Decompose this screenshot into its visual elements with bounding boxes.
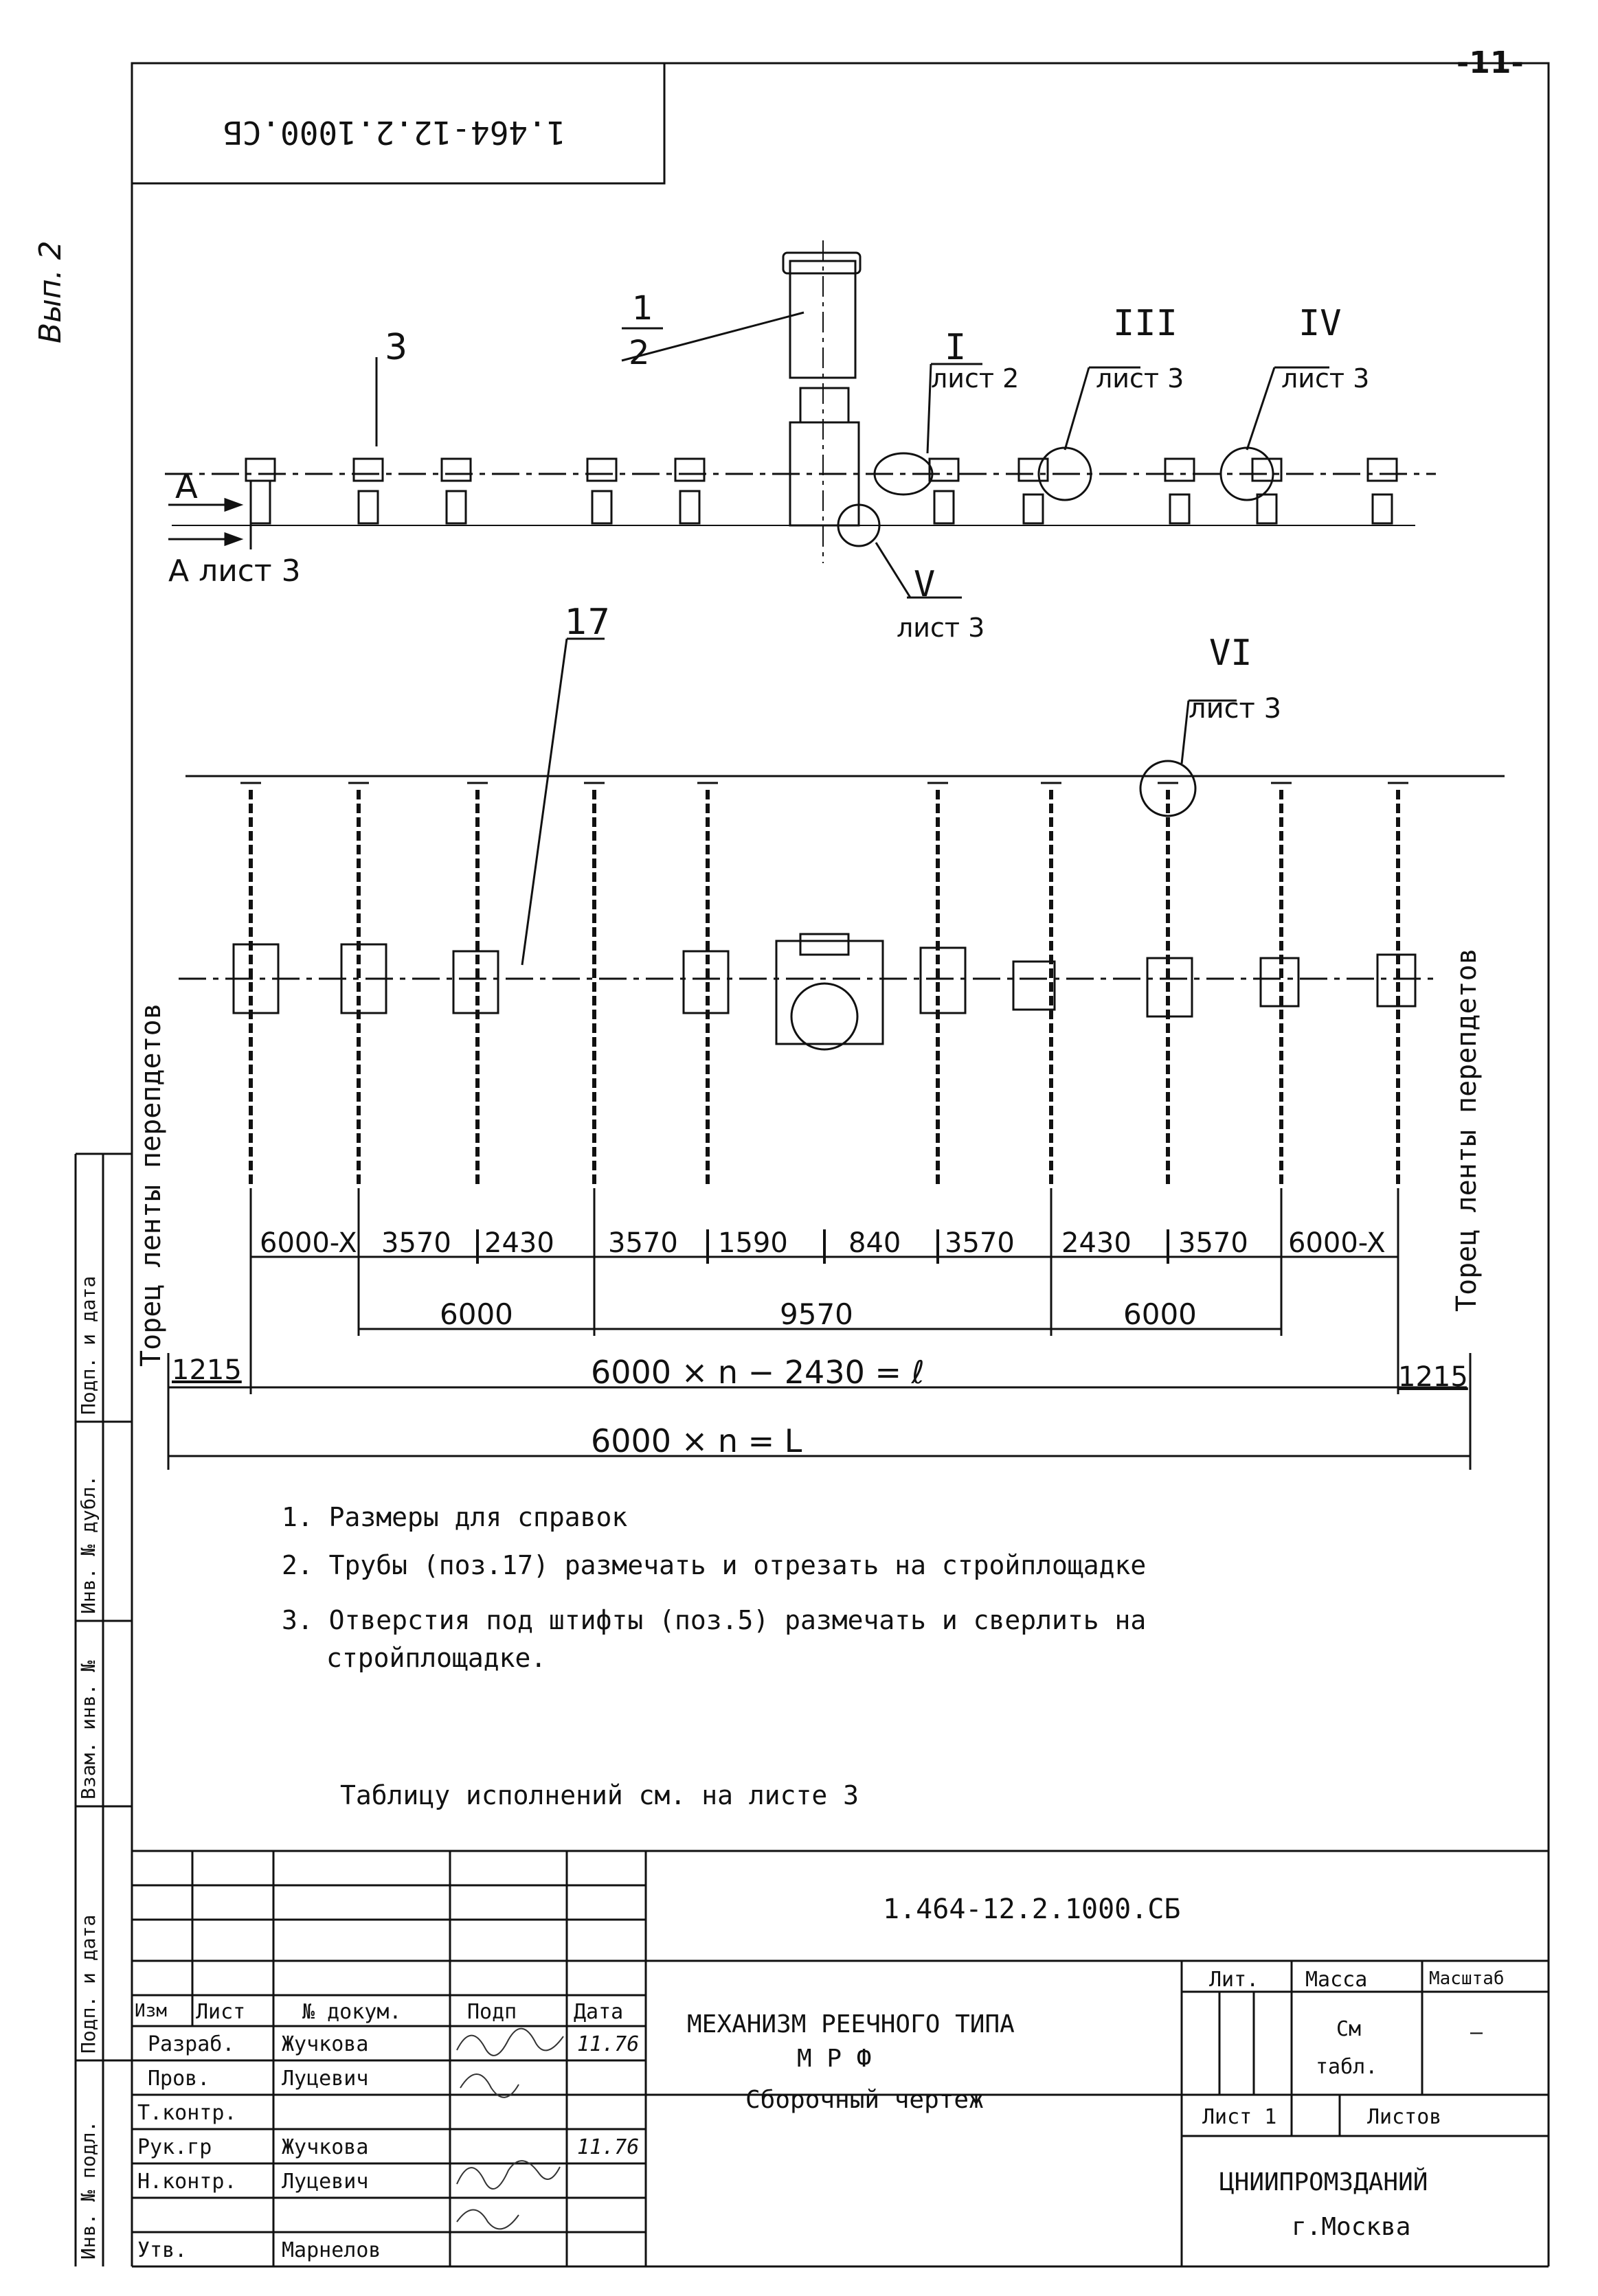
callout-pos1: 1 [632, 289, 653, 328]
dim-row2-1: 9570 [780, 1297, 853, 1331]
title-line1: МЕХАНИЗМ РЕЕЧНОГО ТИПА [687, 2010, 1015, 2038]
callout-node-III-sheet: лист 3 [1096, 363, 1184, 394]
name-rukgr: Жучкова [282, 2135, 369, 2159]
side-label-vzam-inv: Взам. инв. № [77, 1660, 100, 1799]
top-stamp-code: 1.464-12.2.1000.СБ [223, 114, 566, 151]
dim-row1-1: 3570 [381, 1227, 451, 1259]
page-number: -11- [1456, 45, 1524, 80]
note-3: 3. Отверстия под штифты (поз.5) размечат… [282, 1605, 1147, 1635]
mass-value-1: См [1336, 2017, 1362, 2041]
callout-pos17: 17 [565, 602, 611, 643]
note-3-cont: стройплощадке. [326, 1643, 547, 1673]
date-razrab: 11.76 [577, 2032, 640, 2056]
role-tkontr: Т.контр. [137, 2101, 237, 2125]
callout-node-I: I [945, 327, 967, 368]
title-doc-code: 1.464-12.2.1000.СБ [883, 1894, 1181, 1925]
callout-node-I-sheet: лист 2 [931, 363, 1020, 394]
date-rukgr: 11.76 [577, 2135, 640, 2159]
callout-node-VI-sheet: лист 3 [1189, 693, 1282, 725]
org-city: г.Москва [1292, 2213, 1411, 2241]
name-utv: Марнелов [282, 2238, 381, 2262]
callout-node-III: III [1113, 303, 1178, 344]
scale-value: — [1470, 2021, 1483, 2045]
role-prov: Пров. [148, 2067, 210, 2091]
dim-row1-5: 840 [848, 1227, 901, 1259]
dim-row1-0: 6000-X [260, 1227, 357, 1259]
mass-label: Масса [1305, 1968, 1368, 1992]
callout-pos3: 3 [385, 327, 408, 368]
sheet-label: Лист 1 [1202, 2105, 1277, 2129]
right-end-label: Торец ленты перепдетов [1451, 948, 1483, 1312]
dim-left-offset: 1215 [172, 1354, 242, 1386]
dim-row1-7: 2430 [1061, 1227, 1132, 1259]
callout-pos2: 2 [629, 334, 650, 372]
section-A-ref: A лист 3 [168, 554, 301, 589]
dim-total-l: 6000 × n − 2430 = ℓ [591, 1354, 925, 1391]
callout-node-V-sheet: лист 3 [897, 613, 985, 643]
mass-value-2: табл. [1316, 2055, 1378, 2079]
col-list: Лист [196, 2000, 246, 2024]
col-izm: Изм [135, 2001, 167, 2021]
sheets-label: Листов [1367, 2105, 1442, 2129]
note-2: 2. Трубы (поз.17) размечать и отрезать н… [282, 1550, 1147, 1580]
note-1: 1. Размеры для справок [282, 1502, 628, 1532]
dim-row1-2: 2430 [484, 1227, 554, 1259]
org-name: ЦНИИПРОМЗДАНИЙ [1219, 2168, 1428, 2196]
col-doc: № докум. [302, 2000, 402, 2024]
role-utv: Утв. [137, 2238, 188, 2262]
role-razrab: Разраб. [148, 2032, 235, 2056]
dim-total-L: 6000 × n = L [591, 1422, 802, 1459]
table-reference: Таблицу исполнений см. на листе 3 [340, 1780, 859, 1810]
side-label-inv-podl: Инв. № подл. [77, 2120, 100, 2260]
edition-mark: Вып. 2 [33, 240, 68, 343]
name-prov: Луцевич [282, 2067, 369, 2091]
section-A-label: A [175, 468, 198, 506]
lit-label: Лит. [1209, 1968, 1259, 1992]
dim-row1-6: 3570 [945, 1227, 1015, 1259]
name-nkontr: Луцевич [282, 2170, 369, 2194]
role-rukgr: Рук.гр [137, 2135, 212, 2159]
callout-node-IV: IV [1298, 303, 1342, 344]
dim-right-offset: 1215 [1398, 1361, 1468, 1393]
side-label-podp-data-1: Подп. и дата [77, 1275, 100, 1415]
title-line2: М Р Ф [797, 2045, 872, 2073]
left-end-label: Торец ленты перепдетов [135, 1003, 167, 1367]
dim-row2-0: 6000 [440, 1297, 513, 1331]
dim-row1-8: 3570 [1178, 1227, 1248, 1259]
role-nkontr: Н.контр. [137, 2170, 237, 2194]
callout-node-VI: VI [1209, 633, 1252, 674]
title-line3: Сборочный чертеж [745, 2086, 984, 2114]
dim-row2-2: 6000 [1123, 1297, 1197, 1331]
side-label-inv-dubl: Инв. № дубл. [77, 1475, 100, 1614]
col-podp: Подп [467, 2000, 517, 2024]
scale-label: Масштаб [1429, 1968, 1505, 1989]
dim-row1-9: 6000-X [1288, 1227, 1386, 1259]
dim-row1-3: 3570 [608, 1227, 678, 1259]
callout-node-V: V [914, 564, 936, 605]
callout-node-IV-sheet: лист 3 [1281, 363, 1370, 394]
name-razrab: Жучкова [282, 2032, 369, 2056]
dim-row1-4: 1590 [718, 1227, 788, 1259]
side-label-podp-data-2: Подп. и дата [77, 1914, 100, 2054]
col-data: Дата [574, 2000, 624, 2024]
